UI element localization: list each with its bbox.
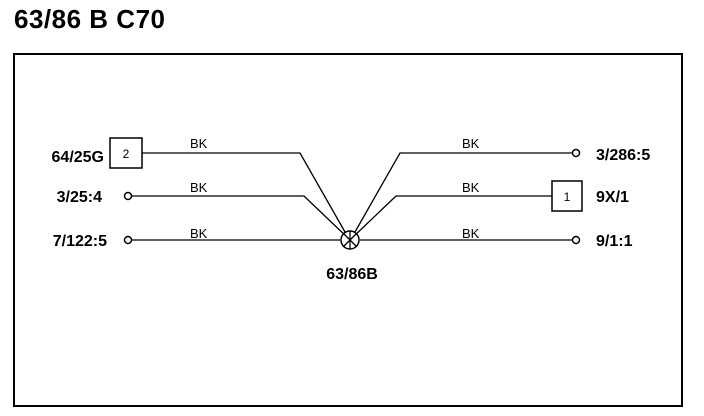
connector-label-3-286-5: 3/286:5 [596, 147, 650, 164]
left-connector-3[interactable]: 7/122:5 BK [53, 226, 340, 250]
wire-color-label: BK [190, 136, 208, 151]
terminal-circle-icon [571, 148, 581, 158]
connector-label-3-25-4: 3/25:4 [57, 189, 102, 206]
connector-box [551, 180, 583, 212]
wire-color-label: BK [462, 180, 480, 195]
wire [350, 195, 552, 240]
terminal-circle-icon [571, 235, 581, 245]
connector-label-9X-1: 9X/1 [596, 189, 629, 206]
left-connector-1[interactable]: 64/25G 2 BK [52, 136, 350, 240]
connector-label-9-1-1: 9/1:1 [596, 233, 633, 250]
left-connector-2[interactable]: 3/25:4 BK [57, 180, 350, 240]
connector-label-64-25G: 64/25G [52, 149, 104, 166]
wire-color-label: BK [462, 226, 480, 241]
wire-color-label: BK [190, 226, 208, 241]
pin-number: 1 [564, 190, 571, 204]
diagram-title: 63/86 B C70 [14, 4, 166, 34]
pin-number: 2 [123, 147, 130, 161]
wire [350, 152, 572, 240]
right-connector-1[interactable]: 3/286:5 BK [350, 136, 650, 240]
terminal-circle-icon [123, 235, 133, 245]
connector-label-7-122-5: 7/122:5 [53, 233, 107, 250]
right-connector-2[interactable]: 1 9X/1 BK [350, 180, 629, 240]
splice-label: 63/86B [326, 266, 378, 283]
terminal-circle-icon [123, 191, 133, 201]
connector-box [109, 137, 143, 169]
wire-color-label: BK [190, 180, 208, 195]
diagram-border [13, 53, 683, 407]
splice-node[interactable]: 63/86B [326, 230, 378, 283]
wire [132, 195, 350, 240]
right-connector-3[interactable]: 9/1:1 BK [360, 226, 633, 250]
wire [142, 152, 350, 240]
wire-color-label: BK [462, 136, 480, 151]
